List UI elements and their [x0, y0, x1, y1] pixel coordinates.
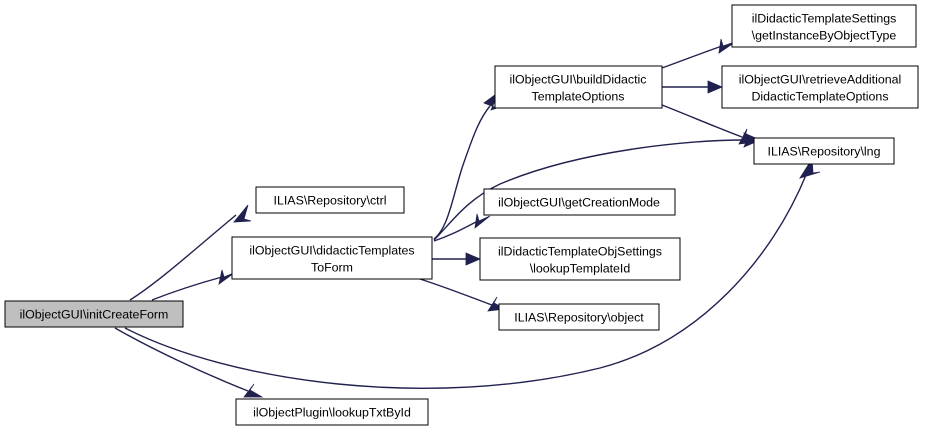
node-lng-label: ILIAS\Repository\lng [768, 144, 881, 158]
node-object-box[interactable] [498, 303, 660, 331]
edge-initCreateForm-didacticTemplatesToForm [151, 269, 235, 301]
node-retrieveAdditionalDidacticTemplateOptions-box[interactable] [721, 65, 919, 109]
node-buildDidacticTemplateOptions-box[interactable] [494, 65, 663, 109]
node-ctrl[interactable]: ILIAS\Repository\ctrl [255, 186, 405, 214]
edge-didacticTemplatesToForm-lookupTemplateId [432, 252, 482, 266]
node-buildDidacticTemplateOptions-label-line1: ilObjectGUI\buildDidactic [509, 72, 646, 86]
node-getCreationMode-label: ilObjectGUI\getCreationMode [498, 195, 660, 209]
node-getCreationMode-box[interactable] [483, 188, 676, 216]
edge-didacticTemplatesToForm-getCreationMode [433, 213, 491, 242]
node-initCreateForm-box[interactable] [4, 300, 184, 328]
node-getInstanceByObjectType-label-line2: \getInstanceByObjectType [752, 28, 897, 42]
edge-didacticTemplatesToForm-lng [433, 132, 761, 241]
node-ctrl-box[interactable] [255, 186, 405, 214]
node-object-label: ILIAS\Repository\object [514, 310, 644, 324]
node-didacticTemplatesToForm-label-line1: ilObjectGUI\didacticTemplates [249, 243, 414, 257]
edge-initCreateForm-lng [124, 157, 821, 389]
node-object[interactable]: ILIAS\Repository\object [498, 303, 660, 331]
node-lookupTemplateId-box[interactable] [479, 237, 681, 281]
edge-initCreateForm-ctrl [129, 204, 252, 301]
edge-buildDidacticTemplateOptions-getInstanceByObjectType [661, 38, 736, 69]
node-didacticTemplatesToForm-label-line2: ToForm [311, 260, 353, 274]
node-lookupTxtById-label: ilObjectPlugin\lookupTxtById [253, 405, 411, 419]
node-lookupTxtById[interactable]: ilObjectPlugin\lookupTxtById [235, 398, 429, 426]
edge-initCreateForm-lookupTxtById [114, 327, 264, 398]
node-retrieveAdditional-label-line2: DidacticTemplateOptions [751, 89, 888, 103]
node-lookupTxtById-box[interactable] [235, 398, 429, 426]
edge-buildDidacticTemplateOptions-retrieveAdditional [662, 80, 724, 94]
node-retrieveAdditionalDidacticTemplateOptions[interactable]: ilObjectGUI\retrieveAdditional DidacticT… [721, 65, 919, 109]
node-lookupTemplateId-label-line2: \lookupTemplateId [530, 261, 631, 275]
edge-didacticTemplatesToForm-object [419, 278, 507, 312]
node-didacticTemplatesToForm-box[interactable] [231, 236, 433, 280]
node-initCreateForm[interactable]: ilObjectGUI\initCreateForm [4, 300, 184, 328]
node-initCreateForm-label: ilObjectGUI\initCreateForm [20, 307, 169, 321]
node-getInstanceByObjectType-box[interactable] [731, 4, 917, 48]
node-buildDidacticTemplateOptions[interactable]: ilObjectGUI\buildDidactic TemplateOption… [494, 65, 663, 109]
node-retrieveAdditional-label-line1: ilObjectGUI\retrieveAdditional [739, 72, 902, 86]
edge-layer [114, 38, 821, 398]
node-lng[interactable]: ILIAS\Repository\lng [753, 137, 895, 165]
node-getInstanceByObjectType-label-line1: ilDidacticTemplateSettings [752, 11, 897, 25]
edge-buildDidacticTemplateOptions-lng [661, 104, 758, 145]
node-didacticTemplatesToForm[interactable]: ilObjectGUI\didacticTemplates ToForm [231, 236, 433, 280]
node-lookupTemplateId-label-line1: ilDidacticTemplateObjSettings [498, 244, 662, 258]
node-buildDidacticTemplateOptions-label-line2: TemplateOptions [532, 89, 625, 103]
node-getInstanceByObjectType[interactable]: ilDidacticTemplateSettings \getInstanceB… [731, 4, 917, 48]
node-getCreationMode[interactable]: ilObjectGUI\getCreationMode [483, 188, 676, 216]
node-ctrl-label: ILIAS\Repository\ctrl [274, 193, 387, 207]
node-layer: ilObjectGUI\initCreateForm ILIAS\Reposit… [4, 4, 919, 426]
node-lng-box[interactable] [753, 137, 895, 165]
node-lookupTemplateId[interactable]: ilDidacticTemplateObjSettings \lookupTem… [479, 237, 681, 281]
